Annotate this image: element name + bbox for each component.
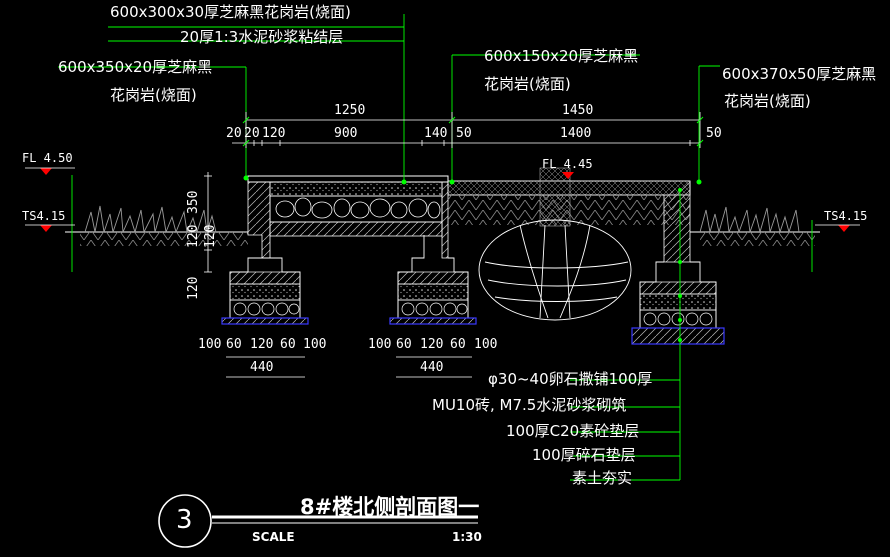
callout-mid-kerb-2: 花岗岩(烧面) bbox=[484, 75, 571, 93]
level-fl-left: FL 4.50 bbox=[22, 151, 73, 165]
dim-1250: 1250 bbox=[334, 103, 366, 118]
callout-bottom-4: 素土夯实 bbox=[572, 469, 633, 487]
dim-footing-left-2: 120 bbox=[250, 337, 274, 352]
dim-footing-mid-3: 60 bbox=[450, 337, 466, 352]
dim-footing-left-total: 440 bbox=[250, 360, 274, 375]
level-fl-mid: FL 4.45 bbox=[542, 157, 593, 171]
ground-left bbox=[65, 205, 248, 246]
dim-footing-mid-total: 440 bbox=[420, 360, 444, 375]
level-ts-right: TS4.15 bbox=[824, 209, 868, 223]
callout-right-kerb-2: 花岗岩(烧面) bbox=[724, 92, 811, 110]
ground-right bbox=[690, 206, 820, 246]
dim-140: 140 bbox=[424, 126, 448, 141]
dim-v-120b: 120 bbox=[203, 224, 218, 248]
dim-footing-mid-4: 100 bbox=[474, 337, 498, 352]
dim-footing-left-0: 100 bbox=[198, 337, 222, 352]
callout-left-kerb-1: 600x350x20厚芝麻黑 bbox=[58, 58, 213, 76]
dim-footing-left-4: 100 bbox=[303, 337, 327, 352]
callout-left-kerb-2: 花岗岩(烧面) bbox=[110, 86, 197, 104]
dim-footing-left-3: 60 bbox=[280, 337, 296, 352]
dim-50b: 50 bbox=[706, 126, 722, 141]
dim-footing-mid-2: 120 bbox=[420, 337, 444, 352]
footing-left bbox=[221, 257, 309, 325]
dim-20b: 20 bbox=[244, 126, 260, 141]
callout-mortar: 20厚1:3水泥砂浆粘结层 bbox=[180, 28, 344, 46]
dim-footing-mid-0: 100 bbox=[368, 337, 392, 352]
callout-bottom-3: 100厚碎石垫层 bbox=[532, 446, 636, 464]
dim-1400: 1400 bbox=[560, 126, 592, 141]
dim-120: 120 bbox=[262, 126, 286, 141]
footing-mid bbox=[389, 235, 477, 325]
dim-900: 900 bbox=[334, 126, 358, 141]
dim-footing-left-1: 60 bbox=[226, 337, 242, 352]
scale-label: SCALE bbox=[252, 530, 295, 544]
dim-v-350: 350 bbox=[186, 190, 201, 214]
drawing-number: 3 bbox=[176, 505, 193, 535]
dim-50a: 50 bbox=[456, 126, 472, 141]
dim-20a: 20 bbox=[226, 126, 242, 141]
lower-walkway bbox=[447, 167, 691, 263]
callout-bottom-1: MU10砖, M7.5水泥砂浆砌筑 bbox=[432, 396, 627, 414]
drawing-title: 8#楼北侧剖面图一 bbox=[300, 495, 480, 519]
dim-v-120a: 120 bbox=[186, 224, 201, 248]
raised-platform bbox=[247, 175, 449, 259]
dimension-lines bbox=[204, 112, 701, 378]
callout-mid-kerb-1: 600x150x20厚芝麻黑 bbox=[484, 47, 639, 65]
leader-dots bbox=[243, 175, 702, 342]
boulder bbox=[478, 219, 632, 321]
level-marker-lines bbox=[25, 167, 860, 226]
level-ts-left: TS4.15 bbox=[22, 209, 66, 223]
dim-footing-mid-1: 60 bbox=[396, 337, 412, 352]
dimension-ticks bbox=[242, 116, 704, 147]
title-block bbox=[158, 494, 478, 548]
callout-right-kerb-1: 600x370x50厚芝麻黑 bbox=[722, 65, 877, 83]
callout-bottom-0: φ30~40卵石撒铺100厚 bbox=[488, 370, 653, 388]
footing-right bbox=[631, 261, 725, 345]
dim-1450: 1450 bbox=[562, 103, 594, 118]
scale-value: 1:30 bbox=[452, 530, 482, 544]
level-markers bbox=[40, 168, 850, 232]
dim-v-120c: 120 bbox=[186, 276, 201, 300]
callout-bottom-2: 100厚C20素砼垫层 bbox=[506, 422, 640, 440]
callout-top-paver: 600x300x30厚芝麻黑花岗岩(烧面) bbox=[110, 3, 351, 21]
